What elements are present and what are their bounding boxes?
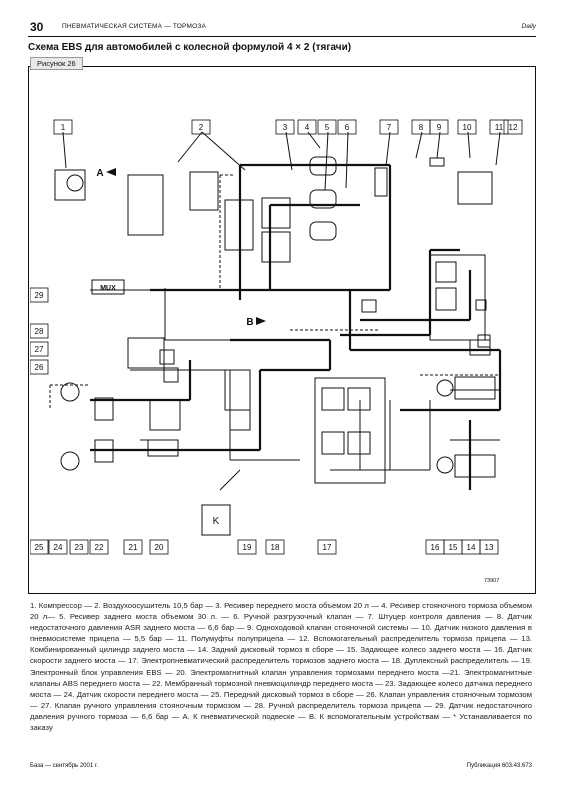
page-header: 30 ПНЕВМАТИЧЕСКАЯ СИСТЕМА — ТОРМОЗА Dail…	[28, 20, 536, 37]
brand-name: Daily	[521, 23, 536, 30]
ebs-schematic: 1 2 3 4 5 6 7 8 9 10 11 12 25 24 23 22	[30, 119, 523, 555]
figure-label: Рисунок 26	[30, 57, 83, 70]
callout-25: 25	[35, 543, 44, 552]
page-number: 30	[30, 20, 44, 34]
callout-21: 21	[129, 543, 138, 552]
callout-15: 15	[449, 543, 458, 552]
callout-4: 4	[305, 123, 310, 132]
callout-1: 1	[61, 123, 66, 132]
callout-7: 7	[387, 123, 392, 132]
callout-19: 19	[243, 543, 252, 552]
callout-6: 6	[345, 123, 350, 132]
label-a: A	[96, 168, 103, 179]
section-title: ПНЕВМАТИЧЕСКАЯ СИСТЕМА — ТОРМОЗА	[62, 23, 207, 30]
callout-12: 12	[509, 123, 518, 132]
callout-9: 9	[437, 123, 442, 132]
callout-28: 28	[35, 327, 44, 336]
callout-5: 5	[325, 123, 330, 132]
label-b: B	[246, 317, 253, 328]
callout-17: 17	[323, 543, 332, 552]
callout-2: 2	[199, 123, 204, 132]
callout-24: 24	[54, 543, 63, 552]
callout-26: 26	[35, 363, 44, 372]
footer-publication: Публикация 603.43.673	[466, 763, 532, 769]
callout-3: 3	[283, 123, 288, 132]
callout-29: 29	[35, 291, 44, 300]
callout-18: 18	[271, 543, 280, 552]
callout-8: 8	[419, 123, 424, 132]
callout-20: 20	[155, 543, 164, 552]
callout-13: 13	[485, 543, 494, 552]
callout-11: 11	[495, 123, 504, 132]
drawing-code: 73907	[484, 578, 500, 584]
legend-text: 1. Компрессор — 2. Воздухоосушитель 10,5…	[30, 601, 532, 733]
figure-frame	[28, 66, 536, 594]
page-title: Схема EBS для автомобилей с колесной фор…	[28, 42, 352, 53]
callout-14: 14	[467, 543, 476, 552]
footer-date: База — сентябрь 2001 г.	[30, 763, 98, 769]
callout-23: 23	[75, 543, 84, 552]
callout-22: 22	[95, 543, 104, 552]
callout-10: 10	[463, 123, 472, 132]
callout-16: 16	[431, 543, 440, 552]
callout-27: 27	[35, 345, 44, 354]
label-mux: MUX	[100, 285, 116, 292]
label-k: K	[213, 516, 220, 527]
